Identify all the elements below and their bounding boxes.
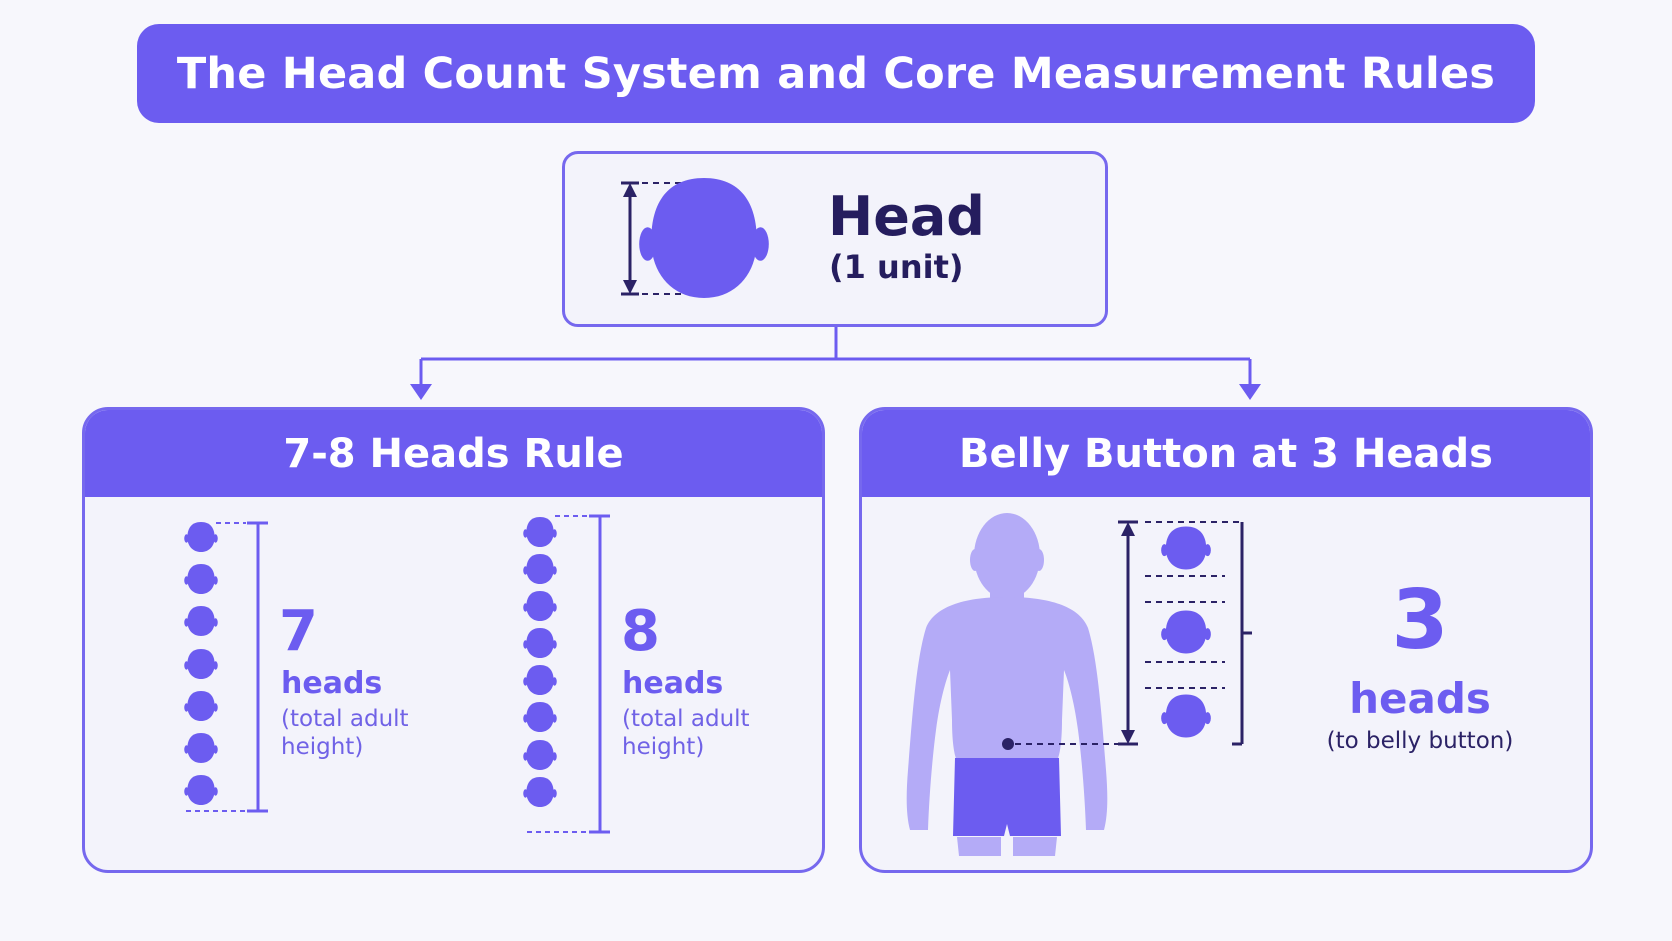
belly-button-header: Belly Button at 3 Heads [862, 410, 1590, 497]
head-icon [1161, 610, 1211, 654]
seven-heads-note-line1: (total adult [281, 706, 409, 732]
eight-heads-note-line2: height) [622, 734, 705, 760]
head-unit-value: (1 unit) [829, 248, 964, 286]
body-silhouette-icon [906, 513, 1108, 856]
heads-rule-panel: 7-8 Heads Rule [82, 407, 825, 873]
head-icon [639, 178, 769, 298]
head-icon [523, 591, 557, 621]
head-icon [184, 733, 218, 763]
seven-heads-column [184, 522, 218, 805]
three-heads-bracket [1232, 522, 1252, 746]
head-icon [523, 740, 557, 770]
head-icon [184, 606, 218, 636]
three-heads-dividers [1145, 521, 1240, 689]
three-heads-column [1161, 526, 1211, 738]
heads-rule-title: 7-8 Heads Rule [283, 430, 624, 477]
head-icon [184, 775, 218, 805]
dimension-arrow-icon [621, 181, 690, 296]
belly-button-title: Belly Button at 3 Heads [959, 430, 1493, 477]
head-icon [523, 702, 557, 732]
head-icon [184, 522, 218, 552]
head-icon [523, 517, 557, 547]
seven-heads-label: heads [281, 666, 383, 701]
head-icon [523, 777, 557, 807]
head-icon [523, 665, 557, 695]
head-icon [1161, 526, 1211, 570]
head-icon [184, 564, 218, 594]
eight-heads-note-line1: (total adult [622, 706, 750, 732]
heads-rule-header: 7-8 Heads Rule [85, 410, 822, 497]
seven-heads-count: 7 [279, 599, 318, 664]
belly-heads-label: heads [1349, 674, 1491, 723]
seven-heads-note-line2: height) [281, 734, 364, 760]
belly-button-marker [1002, 738, 1124, 750]
title-banner: The Head Count System and Core Measureme… [137, 24, 1535, 123]
eight-heads-column [523, 517, 557, 807]
belly-heads-note: (to belly button) [1326, 728, 1514, 754]
connector-arrows [410, 327, 1261, 400]
head-unit-label: Head [828, 185, 985, 248]
eight-heads-label: heads [622, 666, 724, 701]
belly-button-dimension-arrow [1118, 520, 1138, 746]
head-icon [184, 649, 218, 679]
head-icon [523, 628, 557, 658]
head-icon [184, 691, 218, 721]
eight-heads-count: 8 [621, 599, 660, 664]
page-title: The Head Count System and Core Measureme… [176, 48, 1496, 99]
belly-heads-count: 3 [1391, 573, 1449, 668]
seven-heads-bracket [186, 521, 268, 813]
eight-heads-bracket [527, 514, 610, 834]
head-icon [1161, 694, 1211, 738]
head-icon [523, 554, 557, 584]
